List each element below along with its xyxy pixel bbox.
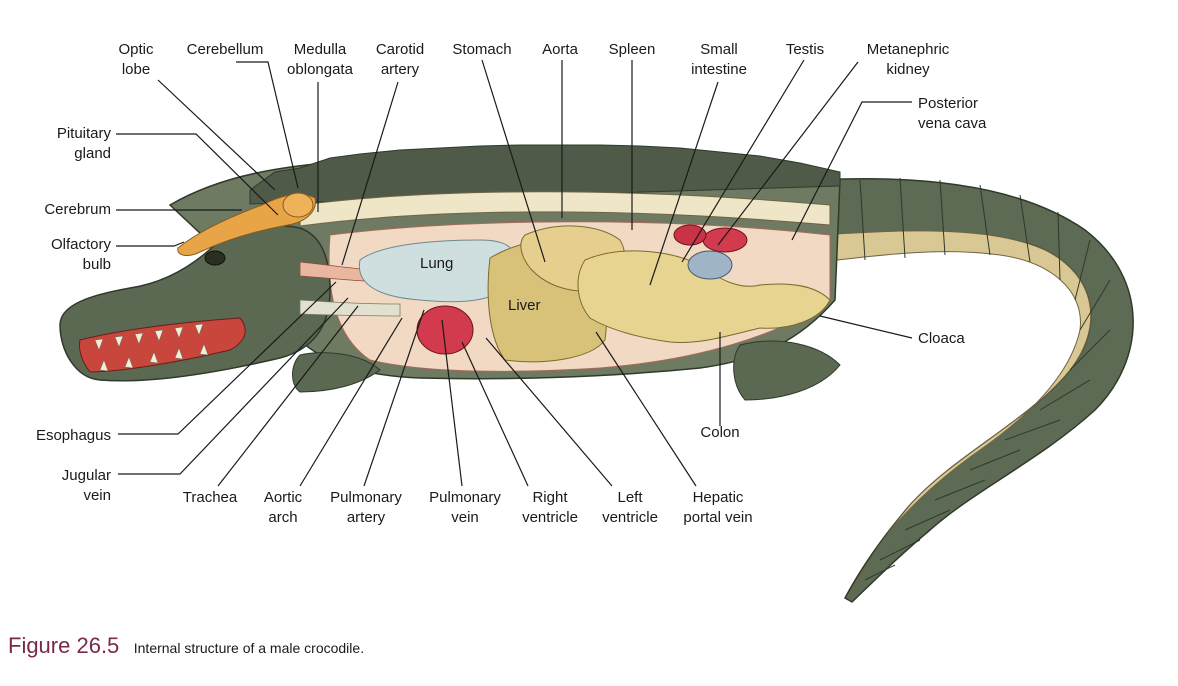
label-line: vein [83,487,111,504]
label-line: Testis [785,41,825,58]
label-line: Cerebellum [186,41,264,58]
label-cerebellum: Cerebellum [187,40,264,60]
tail-belly [819,230,1092,599]
label-line: Pituitary [56,125,111,142]
label-lung: Lung [420,255,454,272]
testis-shape [673,224,707,246]
label-hepatic-portal-vein: Hepatic portal vein [683,488,752,528]
label-line: oblongata [287,61,353,78]
label-line: vein [451,509,479,526]
cerebellum-shape [282,192,314,218]
label-cerebrum: Cerebrum [44,200,111,220]
label-line: Cloaca [918,330,965,347]
label-aorta: Aorta [542,40,578,60]
spleen-shape [687,250,733,280]
label-testis: Testis [786,40,824,60]
label-line: intestine [691,61,747,78]
eye [204,250,226,266]
brain [177,193,316,256]
label-line: bulb [82,256,111,273]
label-line: Small [700,41,738,58]
leader-lines [116,59,913,487]
label-olfactory-bulb: Olfactory bulb [51,235,111,275]
mouth [79,317,246,373]
label-carotid-artery: Carotid artery [376,40,424,80]
label-line: Medulla [293,41,347,58]
label-cloaca: Cloaca [918,329,965,349]
label-line: Aortic [263,489,303,506]
label-liver: Liver [508,297,541,314]
label-line: lobe [121,61,151,78]
label-optic-lobe: Optic lobe [118,40,153,80]
label-posterior-vena-cava: Posterior vena cava [918,94,986,134]
figure-caption-text: Internal structure of a male crocodile. [133,640,365,656]
tail-scale-lines [859,177,1111,581]
vertebral-column [299,191,831,227]
label-metanephric-kidney: Metanephric kidney [867,40,950,80]
label-jugular-vein: Jugular vein [62,466,111,506]
label-line: Cerebrum [44,201,111,218]
label-medulla-oblongata: Medulla oblongata [287,40,353,80]
figure-number: Figure 26.5 [8,633,120,658]
label-line: Carotid [375,41,425,58]
figure-caption: Figure 26.5 Internal structure of a male… [8,633,364,659]
label-spleen: Spleen [609,40,656,60]
label-trachea: Trachea [183,488,237,508]
label-pulmonary-vein: Pulmonary vein [429,488,501,528]
label-line: Colon [700,424,740,441]
label-line: Trachea [182,489,238,506]
label-line: kidney [886,61,930,78]
label-line: ventricle [602,509,658,526]
label-line: Pulmonary [429,489,501,506]
label-line: Left [617,489,643,506]
label-line: artery [380,61,420,78]
label-line: ventricle [522,509,578,526]
label-line: Jugular [61,467,111,484]
label-line: portal vein [683,509,753,526]
label-line: Pulmonary [330,489,402,506]
label-line: Optic [118,41,154,58]
label-line: Hepatic [692,489,744,506]
label-line: Spleen [608,41,656,58]
label-stomach: Stomach [452,40,511,60]
label-pulmonary-artery: Pulmonary artery [330,488,402,528]
label-line: Stomach [452,41,512,58]
label-line: vena cava [918,115,987,132]
teeth [94,323,209,372]
trachea-shape [299,299,401,317]
label-small-intestine: Small intestine [691,40,747,80]
label-line: Right [532,489,568,506]
label-line: Olfactory [50,236,111,253]
label-line: Posterior [918,95,979,112]
label-line: gland [74,145,111,162]
label-pituitary-gland: Pituitary gland [57,124,111,164]
label-colon: Colon [700,423,739,443]
label-line: Esophagus [35,427,111,444]
label-esophagus: Esophagus [36,426,111,446]
label-left-ventricle: Left ventricle [602,488,658,528]
label-aortic-arch: Aortic arch [264,488,302,528]
kidney-shape [702,227,748,253]
label-line: Aorta [542,41,578,58]
label-line: Metanephric [866,41,950,58]
hind-leg [733,340,841,401]
label-right-ventricle: Right ventricle [522,488,578,528]
label-line: artery [346,509,386,526]
label-line: arch [268,509,298,526]
